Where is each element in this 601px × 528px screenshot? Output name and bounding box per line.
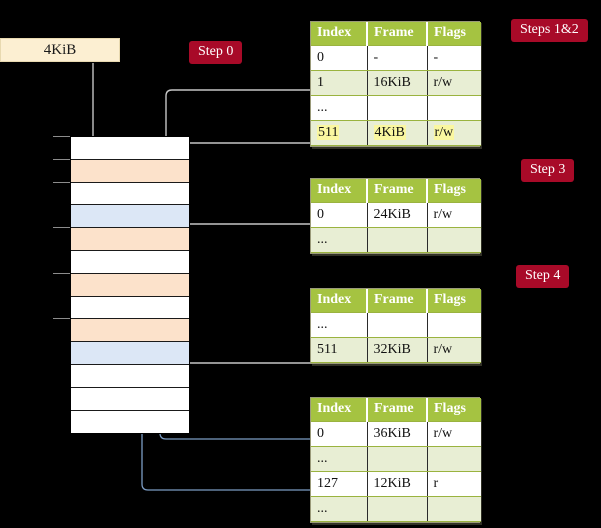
table-row[interactable]: ... [311,446,481,472]
column-header-frame: Frame [367,22,428,46]
table-row[interactable]: ... [311,312,481,338]
memory-frame-row [71,205,189,229]
column-header-index: Index [311,22,368,46]
memory-boundary-tick [53,227,70,229]
table-row[interactable]: 511 4KiB r/w [311,120,481,146]
cell-frame [367,312,428,338]
cell-flags: r/w [427,421,481,447]
memory-boundary-tick [53,272,70,274]
memory-frame-row [71,182,189,206]
column-header-flags: Flags [427,289,481,313]
column-header-index: Index [311,398,368,422]
cell-index: 0 [311,202,368,228]
step-badge-step4: Step 4 [516,265,570,288]
highlighted-value: 511 [317,124,340,140]
column-header-flags: Flags [427,179,481,203]
memory-frame-row [71,228,189,251]
memory-frame-row [71,296,189,320]
highlighted-value: r/w [433,124,455,140]
step-badge-steps12: Steps 1&2 [511,19,588,42]
cell-index: ... [311,496,368,522]
memory-frame-row [71,250,189,274]
memory-frame-row [71,319,189,343]
cell-index: 511 [311,120,368,146]
column-header-index: Index [311,289,368,313]
cell-frame: - [367,45,428,71]
cell-frame [367,95,428,121]
size-label-box: 4KiB [0,38,120,62]
cell-flags [427,496,481,522]
cell-flags [427,446,481,472]
cell-frame: 16KiB [367,70,428,96]
column-header-flags: Flags [427,398,481,422]
wire-table0-row511-to-memory [175,142,311,154]
cell-flags: r/w [427,120,481,146]
physical-memory-column [70,136,190,435]
cell-frame: 36KiB [367,421,428,447]
cell-frame: 4KiB [367,120,428,146]
cell-index: ... [311,95,368,121]
memory-frame-row [71,387,189,411]
column-header-frame: Frame [367,398,428,422]
cell-index: 0 [311,421,368,447]
memory-frame-row [71,342,189,365]
table-row[interactable]: 0-- [311,45,481,71]
cell-index: ... [311,227,368,253]
cell-flags: r/w [427,337,481,363]
cell-flags: r [427,471,481,497]
cell-index: ... [311,312,368,338]
memory-boundary-tick [53,181,70,183]
column-header-frame: Frame [367,179,428,203]
cell-frame: 12KiB [367,471,428,497]
memory-frame-row [71,410,189,434]
step-badge-step0: Step 0 [189,41,243,64]
cell-index: 127 [311,471,368,497]
highlighted-value: 4KiB [373,124,406,140]
table-row[interactable]: ... [311,496,481,522]
cell-frame [367,446,428,472]
cell-index: 0 [311,45,368,71]
memory-frame-row [71,364,189,388]
cell-frame: 32KiB [367,337,428,363]
memory-frame-row [71,273,189,297]
column-header-flags: Flags [427,22,481,46]
cell-index: 511 [311,337,368,363]
memory-boundary-tick [53,158,70,160]
cell-index: ... [311,446,368,472]
memory-boundary-tick [53,136,70,137]
cell-frame: 24KiB [367,202,428,228]
cell-flags [427,312,481,338]
memory-boundary-tick [53,318,70,320]
memory-frame-row [71,137,189,160]
cell-flags: r/w [427,202,481,228]
cell-flags: - [427,45,481,71]
column-header-index: Index [311,179,368,203]
memory-frame-row [71,159,189,183]
step-badge-step3: Step 3 [521,159,575,182]
cell-frame [367,227,428,253]
cell-index: 1 [311,70,368,96]
table-row[interactable]: ... [311,227,481,253]
size-label-text: 4KiB [43,41,77,58]
wire-table1-row0-to-memory [175,223,311,259]
cell-flags: r/w [427,70,481,96]
table-row[interactable]: ... [311,95,481,121]
column-header-frame: Frame [367,289,428,313]
cell-flags [427,95,481,121]
cell-flags [427,227,481,253]
cell-frame [367,496,428,522]
